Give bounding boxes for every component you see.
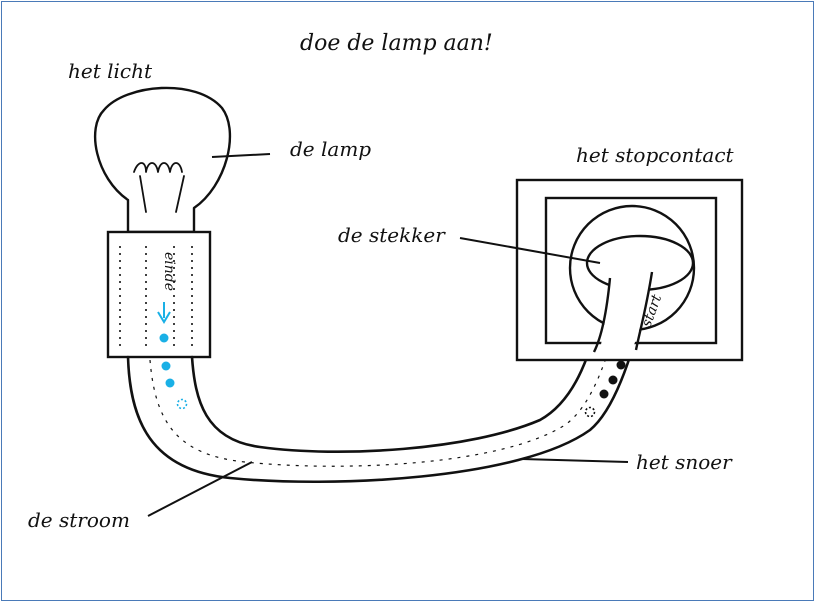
leader-cord <box>521 458 629 463</box>
cord-inner-lines <box>149 275 629 467</box>
label-socket: het stopcontact <box>576 143 735 167</box>
current-dot-open <box>176 398 188 410</box>
leader-lamp <box>211 153 271 158</box>
cord-end <box>592 266 654 353</box>
leader-plug <box>459 237 601 264</box>
current-dot <box>165 378 175 388</box>
current-dot <box>608 375 618 385</box>
label-lamp: de lamp <box>290 137 371 161</box>
current-dots-lamp <box>159 333 188 410</box>
current-dot <box>161 361 171 371</box>
lamp-holder <box>106 230 212 359</box>
current-dot <box>616 360 626 370</box>
label-current: de stroom <box>28 508 130 532</box>
label-cord: het snoer <box>636 450 733 474</box>
current-dot <box>599 389 609 399</box>
leader-current <box>147 461 253 517</box>
current-dot-open <box>584 406 596 418</box>
current-dot <box>159 333 169 343</box>
label-end: einde <box>161 252 177 291</box>
label-plug: de stekker <box>338 223 446 247</box>
lamp-bulb <box>93 86 232 234</box>
diagram-title: doe de lamp aan! <box>300 31 493 56</box>
arrow-end-head <box>157 311 171 324</box>
label-light: het licht <box>68 59 153 83</box>
